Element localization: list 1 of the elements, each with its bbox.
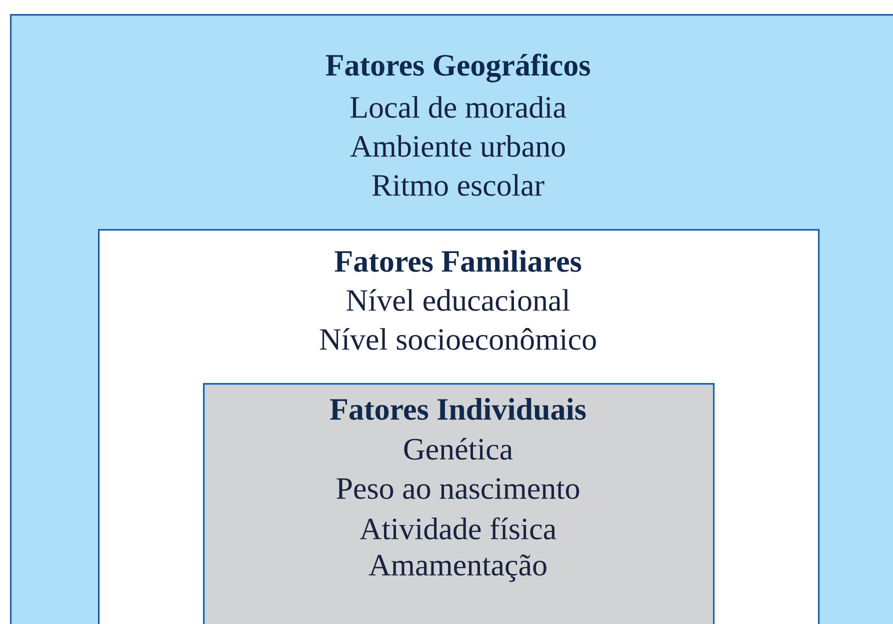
nested-box: Fatores Individuais Genética Peso ao nascimento Atividade física Amamentação (203, 383, 715, 624)
